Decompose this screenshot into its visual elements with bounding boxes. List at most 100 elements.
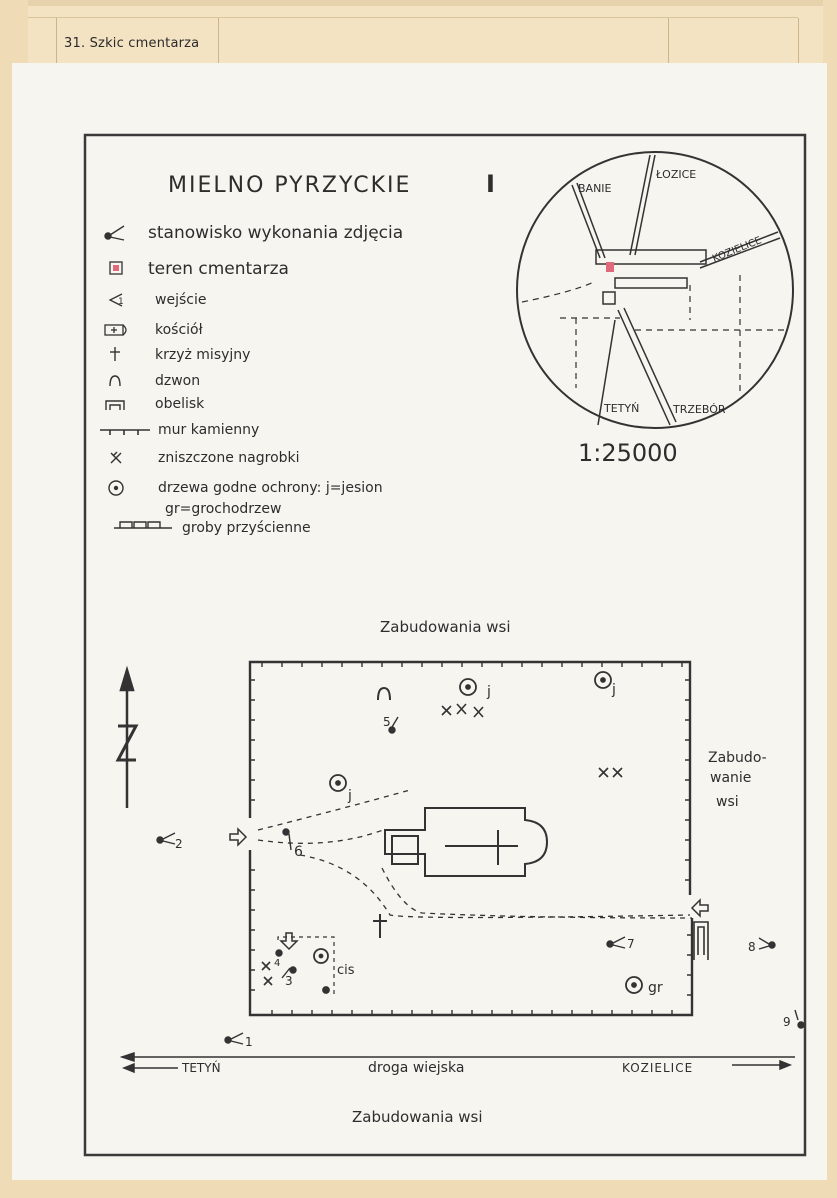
church-icon <box>104 324 127 336</box>
photo-point-label: 9 <box>783 1015 791 1029</box>
svg-text:1: 1 <box>118 297 124 307</box>
camera-position-icon <box>156 832 176 845</box>
legend: stanowisko wykonania zdjęcia teren cment… <box>100 223 403 536</box>
legend-text: dzwon <box>155 373 200 389</box>
legend-item: mur kamienny <box>100 422 259 438</box>
camera-position-icon <box>224 1032 244 1045</box>
obelisk-icon <box>693 921 709 960</box>
road-label: droga wiejska <box>368 1060 464 1076</box>
legend-text: teren cmentarza <box>148 259 289 279</box>
camera-position-icon <box>388 716 399 734</box>
legend-text: mur kamienny <box>158 422 259 438</box>
legend-text: krzyż misyjny <box>155 347 250 363</box>
legend-item: 1 wejście <box>108 292 206 308</box>
photo-point-label: 7 <box>627 937 635 951</box>
cemetery-area-icon <box>109 261 123 275</box>
camera-position-icon <box>104 225 125 241</box>
plan-right-label: Zabudo- <box>708 750 767 766</box>
plan-bottom-label: Zabudowania wsi <box>352 1108 483 1126</box>
plan-top-label: Zabudowania wsi <box>380 618 511 636</box>
card-line <box>28 17 798 18</box>
photo-point-label: 5 <box>383 715 391 729</box>
inset-roads <box>571 154 781 426</box>
inset-paths <box>521 275 785 395</box>
protected-tree-icon <box>329 774 347 792</box>
legend-text: kościół <box>155 322 203 338</box>
photo-point-label: 1 <box>245 1035 253 1049</box>
legend-item: stanowisko wykonania zdjęcia <box>104 223 403 243</box>
entrance-icon: 1 <box>108 293 124 307</box>
camera-position-icon <box>794 1009 805 1029</box>
camera-position-icon <box>606 936 626 949</box>
photo-point-label: 2 <box>175 837 183 851</box>
destroyed-gravestones-icon <box>110 451 122 464</box>
protected-tree-icon <box>108 480 124 496</box>
inset-label-banie: BANIE <box>578 182 612 195</box>
protected-tree-icon <box>313 948 329 964</box>
trees <box>313 671 643 994</box>
inset-label-tetyn: TETYŃ <box>603 402 639 415</box>
protected-tree-icon <box>625 976 643 994</box>
tree-label: j <box>611 682 616 698</box>
tree-label: gr <box>648 980 663 996</box>
destroyed-gravestones-icon <box>261 703 623 986</box>
map-frame <box>83 133 807 1157</box>
map-scale: 1:25000 <box>578 439 678 467</box>
legend-item: dzwon <box>109 373 200 389</box>
protected-tree-icon <box>322 986 330 994</box>
tree-label: j <box>347 788 352 804</box>
mission-cross-icon <box>110 347 120 361</box>
legend-text: groby przyścienne <box>182 520 311 536</box>
legend-text: gr=grochodrzew <box>165 501 281 517</box>
card-top-strip <box>28 0 823 6</box>
legend-item: zniszczone nagrobki <box>110 450 300 466</box>
inset-label-trzebor: TRZEBÓR <box>672 403 726 416</box>
mission-cross-icon <box>373 914 387 938</box>
inset-cemetery <box>606 262 614 272</box>
protected-tree-icon <box>594 671 612 689</box>
photo-point-label: 3 <box>285 974 293 988</box>
wall-graves-icon <box>114 521 172 529</box>
tree-label: cis <box>337 963 355 978</box>
church-icon <box>384 807 549 877</box>
map-title: MIELNO PYRZYCKIE <box>168 173 411 198</box>
photo-point-label: 4 <box>274 958 280 969</box>
road-left-label: TETYŃ <box>181 1060 221 1075</box>
card-divider <box>798 18 799 63</box>
wall-hatching <box>250 662 692 1015</box>
plot-enclosure <box>277 936 335 997</box>
protected-tree-icon <box>459 678 477 696</box>
photo-point-label: 8 <box>748 940 756 954</box>
legend-item: obelisk <box>105 396 205 412</box>
legend-item: teren cmentarza <box>109 259 289 279</box>
village-road <box>119 1051 795 1074</box>
entrance-icon <box>229 827 709 951</box>
photo-point-labels: 1 2 3 4 5 6 7 8 9 <box>175 715 791 1049</box>
legend-item: groby przyścienne <box>114 520 311 536</box>
inset-label-kozielice: KOZIELICE <box>711 235 763 265</box>
photo-point-label: 6 <box>294 844 303 860</box>
inset-circle <box>516 151 794 429</box>
bell-icon <box>377 686 391 701</box>
legend-text: zniszczone nagrobki <box>158 450 300 466</box>
legend-item: krzyż misyjny <box>110 347 250 363</box>
north-arrow-icon <box>115 665 139 808</box>
camera-position-icon <box>758 937 776 950</box>
cemetery-paths <box>257 789 693 919</box>
plan-right-label: wsi <box>716 794 739 810</box>
card-divider <box>668 18 669 63</box>
stone-wall-icon <box>100 429 150 435</box>
plan-right-label: wanie <box>710 770 751 786</box>
background-card <box>28 0 823 71</box>
inset-label-lozice: ŁOZICE <box>655 168 696 181</box>
camera-position-icon <box>275 949 283 957</box>
legend-text: wejście <box>155 292 206 308</box>
tree-label: j <box>486 684 491 700</box>
card-divider <box>218 18 219 63</box>
card-divider <box>56 18 57 63</box>
bell-icon <box>109 375 121 387</box>
obelisk-icon <box>105 400 125 410</box>
legend-item: kościół <box>104 322 203 338</box>
camera-position-icon <box>282 828 292 851</box>
